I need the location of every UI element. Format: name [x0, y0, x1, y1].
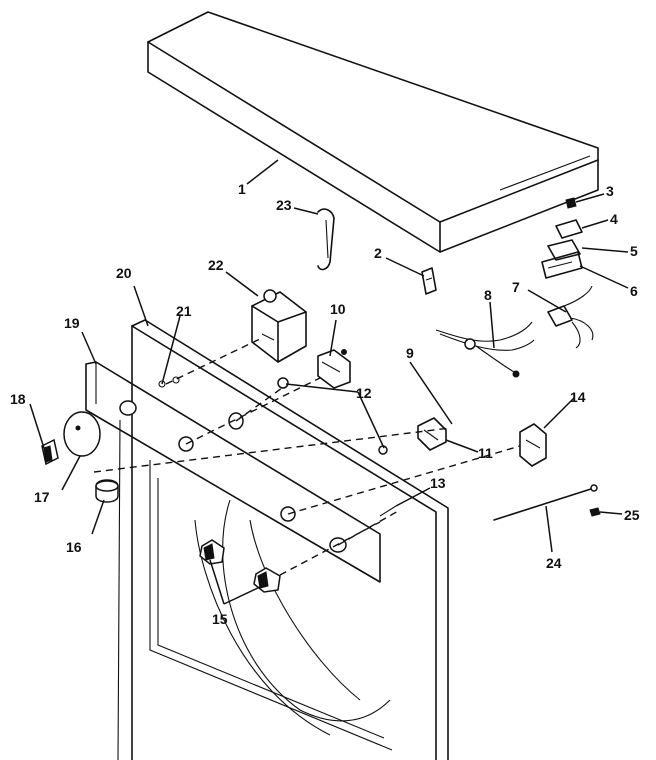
- callout-8: 8: [484, 287, 492, 303]
- callout-6: 6: [630, 283, 638, 299]
- part-bracket-5: [547, 239, 581, 261]
- part-bracket-4: [555, 219, 583, 239]
- part-front-frame: [117, 319, 449, 760]
- part-control-panel: [85, 361, 381, 583]
- callout-13: 13: [430, 475, 446, 491]
- callout-4: 4: [610, 211, 618, 227]
- callout-24: 24: [546, 555, 562, 571]
- part-clip: [421, 267, 437, 295]
- callout-11: 11: [478, 445, 493, 461]
- part-switch-7: [547, 285, 594, 349]
- part-switch-10: [317, 349, 351, 389]
- callout-25: 25: [624, 507, 640, 523]
- part-bracket-6: [541, 251, 583, 279]
- part-terminal-block: [519, 423, 547, 467]
- callout-3: 3: [606, 183, 614, 199]
- part-knob-18: [41, 438, 59, 466]
- callout-15: 15: [212, 611, 228, 627]
- callout-22: 22: [208, 257, 224, 273]
- part-screw-9: [341, 349, 347, 355]
- part-switch-11: [417, 417, 447, 451]
- callout-18: 18: [10, 391, 26, 407]
- leader-lines: [29, 159, 629, 605]
- part-wire-24: [493, 484, 598, 521]
- callout-20: 20: [116, 265, 132, 281]
- part-wire-harness: [435, 321, 535, 378]
- callout-5: 5: [630, 243, 638, 259]
- callout-21: 21: [176, 303, 192, 319]
- part-top-panel: [147, 11, 599, 253]
- callout-labels: 1 23 2 3 4 5 6 7 8 9 10 11 12 13 14 15 1…: [10, 181, 640, 627]
- callout-7: 7: [512, 279, 520, 295]
- callout-23: 23: [276, 197, 292, 213]
- callout-2: 2: [374, 245, 382, 261]
- part-screw-3: [565, 197, 577, 209]
- callout-9: 9: [406, 345, 414, 361]
- callout-17: 17: [34, 489, 50, 505]
- part-knob-16: [95, 479, 119, 503]
- part-screw-12: [277, 377, 388, 455]
- callout-14: 14: [570, 389, 586, 405]
- assembly-lines: [93, 337, 521, 576]
- part-timer: [251, 289, 307, 363]
- callout-1: 1: [238, 181, 246, 197]
- part-screw-13: [379, 505, 397, 517]
- part-dial-17: [63, 411, 101, 457]
- part-screws-21: [158, 376, 180, 388]
- callout-16: 16: [66, 539, 82, 555]
- part-wire-clip: [317, 208, 335, 271]
- part-screw-25: [589, 507, 601, 517]
- callout-19: 19: [64, 315, 80, 331]
- callout-10: 10: [330, 301, 346, 317]
- callout-12: 12: [356, 385, 372, 401]
